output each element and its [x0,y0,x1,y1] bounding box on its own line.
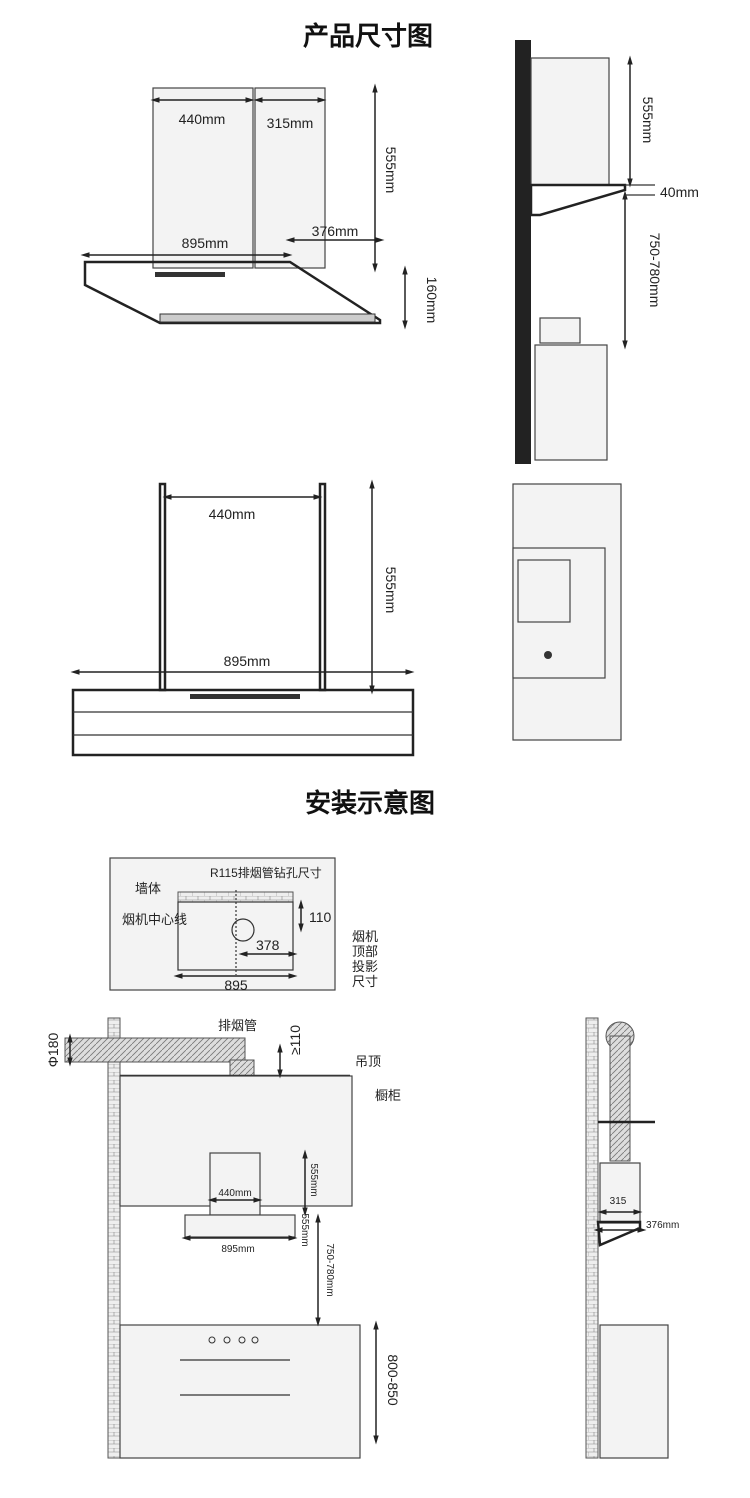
installation-side-view: 315 376mm [585,1017,679,1459]
dim-side-chimney: 555mm [640,97,656,144]
side-depth-body: 376mm [646,1220,679,1231]
dim2-width-top: 440mm [209,506,256,522]
cabinet-label: 橱柜 [375,1088,401,1103]
plan-projection-label: 烟机顶部投影尺寸 [352,930,379,990]
dim-height-chimney: 555mm [383,147,399,194]
plan-centerline-label: 烟机中心线 [122,912,187,927]
side-installation-view: 555mm 40mm 750-780mm [515,40,699,464]
pipe-diameter: Φ180 [45,1033,61,1068]
install-stove-gap: 750-780mm [324,1243,335,1296]
front-elevation-view: 440mm 555mm 895mm [70,479,415,757]
plan-width: 895 [224,977,248,993]
plan-offset-v: 110 [309,909,332,925]
plan-offset-h: 378 [256,937,280,953]
install-body-width: 895mm [221,1244,254,1255]
section-title-installation: 安装示意图 [305,788,435,819]
dim-side-thickness: 40mm [660,184,699,200]
installation-front-view: Φ180 排烟管 ≥110 吊顶 橱柜 555mm 440mm 895mm 55… [45,1017,401,1459]
side-depth-top: 315 [610,1196,627,1207]
plan-wall-label: 墙体 [135,881,161,896]
dim-depth-body: 376mm [312,223,359,239]
plan-title: R115排烟管钻孔尺寸 [210,865,322,880]
front-perspective-view: 440mm 315mm 555mm 895mm 376mm 160mm [80,83,440,330]
dim-side-stove-gap: 750-780mm [647,233,663,308]
dim-depth-top: 315mm [267,115,314,131]
install-body-height: 555mm [299,1213,310,1246]
bottom-view [512,483,622,741]
exhaust-pipe-label: 排烟管 [218,1018,257,1033]
dim-height-body: 160mm [424,277,440,324]
ceiling-label: 吊顶 [355,1054,381,1069]
min-gap: ≥110 [287,1025,303,1055]
install-counter-height: 800-850 [385,1354,401,1406]
dim-width-body: 895mm [182,235,229,251]
dim2-width-body: 895mm [224,653,271,669]
dim-width-top: 440mm [179,111,226,127]
dim2-height-chimney: 555mm [383,567,399,614]
install-chimney-height: 555mm [308,1163,319,1196]
section-title-product-dimensions: 产品尺寸图 [303,22,433,52]
install-chimney-width: 440mm [218,1188,251,1199]
drilling-plan: R115排烟管钻孔尺寸 墙体 烟机中心线 110 378 895 烟机顶部投影尺… [109,857,379,993]
